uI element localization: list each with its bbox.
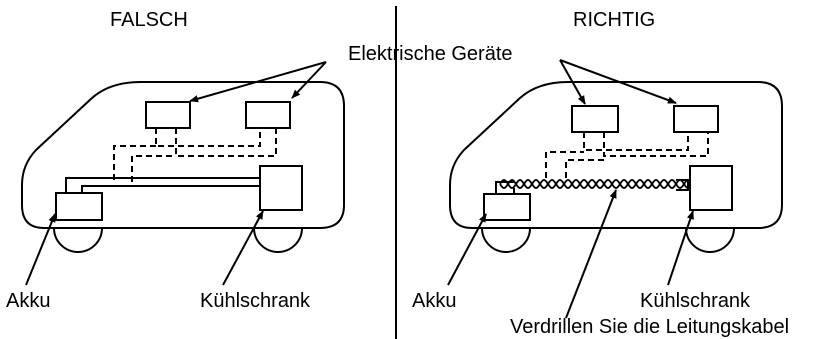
right-arrows — [447, 59, 694, 319]
right-cable-ends — [495, 179, 689, 194]
correct-heading: RICHTIG — [573, 9, 655, 31]
left-straight-wiring — [65, 177, 260, 193]
right-battery-box — [483, 193, 531, 221]
right-front-wheel — [481, 227, 531, 253]
right-dashed-wiring — [545, 132, 709, 178]
right-fridge-box — [689, 165, 733, 211]
left-device-box-2 — [245, 101, 291, 129]
left-battery-label: Akku — [6, 290, 50, 312]
right-device-box-2 — [673, 105, 719, 133]
left-battery-box — [55, 192, 103, 221]
left-dashed-wiring — [113, 128, 277, 182]
left-front-wheel — [53, 227, 103, 253]
right-twisted-cable — [499, 179, 691, 189]
left-fridge-box — [259, 165, 303, 211]
right-fridge-label: Kühlschrank — [640, 290, 751, 312]
right-battery-label: Akku — [412, 290, 456, 312]
right-device-box-1 — [571, 105, 619, 133]
right-rear-wheel — [685, 227, 735, 253]
left-rear-wheel — [253, 227, 303, 253]
left-device-box-1 — [145, 101, 191, 129]
wrong-heading: FALSCH — [110, 9, 188, 31]
left-fridge-label: Kühlschrank — [200, 290, 311, 312]
right-van — [449, 81, 783, 253]
left-van — [21, 81, 345, 253]
twist-note-label: Verdrillen Sie die Leitungskabel — [510, 316, 789, 338]
left-arrows — [25, 61, 327, 286]
electric-devices-label: Elektrische Geräte — [348, 43, 513, 65]
